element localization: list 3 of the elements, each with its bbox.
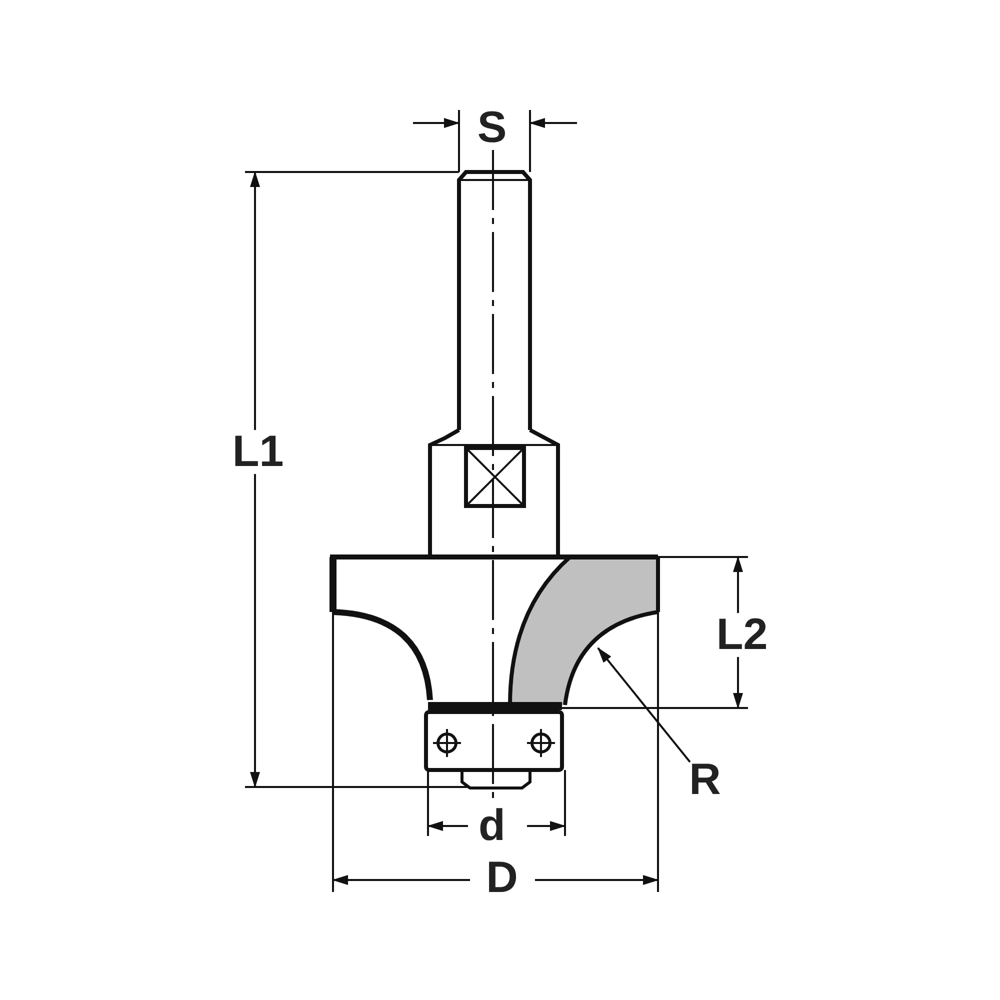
leader-line xyxy=(597,647,691,763)
cutting-edge-curve xyxy=(563,610,658,706)
callout-label: R xyxy=(687,758,723,802)
